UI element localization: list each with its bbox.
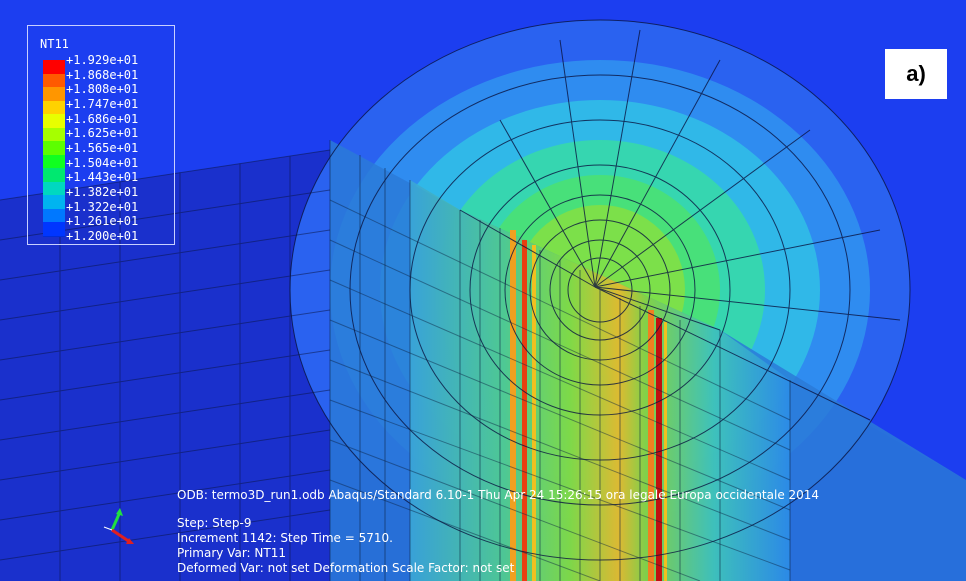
legend-swatch [43,195,65,210]
legend-label: +1.322e+01 [66,199,139,214]
legend-swatch [43,100,65,116]
legend-color-bar [43,60,65,237]
legend-label: +1.686e+01 [66,111,139,126]
figure-tag: a) [885,49,947,99]
legend-swatch [43,168,65,183]
legend-swatch [43,181,65,197]
legend-label: +1.808e+01 [66,82,139,97]
legend-label: +1.625e+01 [66,126,139,141]
legend-swatch [43,141,65,156]
legend-label: +1.565e+01 [66,140,139,155]
contour-legend [27,25,175,245]
legend-title: NT11 [40,37,69,51]
legend-swatch [43,208,65,224]
odb-info-line: ODB: termo3D_run1.odb Abaqus/Standard 6.… [177,488,820,502]
legend-swatch [43,127,65,143]
legend-label: +1.443e+01 [66,170,139,185]
legend-label: +1.868e+01 [66,67,139,82]
legend-swatch [43,222,65,237]
legend-label: +1.747e+01 [66,96,139,111]
legend-label: +1.929e+01 [66,53,139,67]
legend-label: +1.504e+01 [66,155,139,170]
legend-swatch [43,114,65,129]
legend-swatch [43,73,65,89]
increment-line: Increment 1142: Step Time = 5710. [177,531,393,545]
legend-swatch [43,60,65,75]
legend-label: +1.261e+01 [66,214,139,229]
legend-swatch [43,87,65,102]
legend-label: +1.200e+01 [66,228,139,243]
legend-label: +1.382e+01 [66,184,139,199]
step-line: Step: Step-9 [177,516,252,530]
legend-swatch [43,154,65,170]
primary-var-line: Primary Var: NT11 [177,546,286,560]
axis-triad-icon [103,508,134,544]
deformed-var-line: Deformed Var: not set Deformation Scale … [177,561,515,575]
